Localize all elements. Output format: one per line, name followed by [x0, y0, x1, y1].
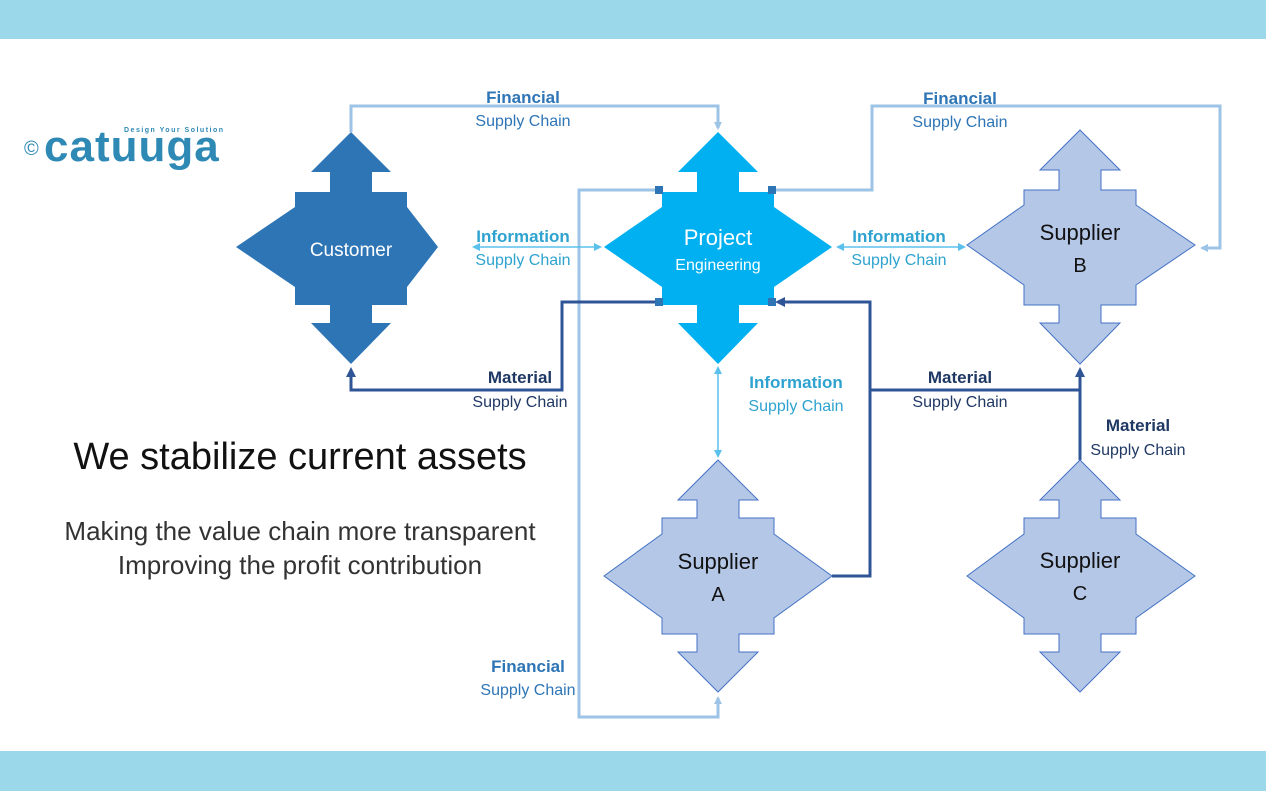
flow-title-material: Material — [1106, 416, 1170, 435]
flow-title-financial: Financial — [923, 89, 997, 108]
top-band — [0, 0, 1266, 39]
flow-sub-financial: Supply Chain — [912, 114, 1007, 131]
project-engineering-node — [604, 132, 832, 364]
flow-title-financial: Financial — [491, 657, 565, 676]
flow-title-information: Information — [749, 373, 843, 392]
flow-sub-information: Supply Chain — [851, 252, 946, 269]
bottom-band — [0, 751, 1266, 791]
supplier-c-node — [966, 459, 1196, 693]
supplier-a-label-line1: Supplier — [678, 549, 759, 574]
headline: We stabilize current assets — [73, 436, 527, 478]
logo-tagline: Design Your Solution — [124, 127, 225, 134]
subtitle-line-2: Improving the profit contribution — [117, 550, 483, 580]
flow-sub-information: Supply Chain — [748, 398, 843, 415]
supplier-b-node — [966, 129, 1196, 365]
material-line-suppliers-project — [775, 297, 872, 578]
project-label-line1: Project — [684, 225, 752, 250]
financial-line-project-supplier-b — [772, 104, 1222, 252]
flow-sub-material: Supply Chain — [1090, 442, 1185, 459]
flow-title-material: Material — [488, 368, 552, 387]
logo-wordmark: catuuga — [44, 122, 220, 171]
flow-sub-information: Supply Chain — [475, 252, 570, 269]
supplier-b-label-line1: Supplier — [1040, 220, 1121, 245]
catuuga-logo: © catuuga Design Your Solution — [24, 122, 254, 172]
supplier-c-label-line2: C — [1073, 583, 1087, 605]
supplier-a-label-line2: A — [711, 584, 725, 606]
flow-title-financial: Financial — [486, 88, 560, 107]
supplier-a-node — [603, 459, 833, 693]
customer-label: Customer — [310, 240, 393, 261]
connector-handle — [768, 186, 776, 194]
supplier-c-label-line1: Supplier — [1040, 548, 1121, 573]
connector-handle — [655, 298, 663, 306]
flow-sub-financial: Supply Chain — [475, 113, 570, 130]
customer-node — [236, 132, 438, 364]
project-label-line2: Engineering — [675, 257, 760, 274]
flow-sub-material: Supply Chain — [912, 394, 1007, 411]
financial-line-project-supplier-a — [577, 188, 722, 719]
flow-title-information: Information — [852, 227, 946, 246]
flow-title-material: Material — [928, 368, 992, 387]
flow-title-information: Information — [476, 227, 570, 246]
flow-sub-material: Supply Chain — [472, 394, 567, 411]
material-line-project-customer — [346, 300, 660, 392]
financial-line-customer-project — [349, 104, 722, 132]
copyright-symbol: © — [24, 138, 39, 160]
subtitle-line-1: Making the value chain more transparent — [64, 516, 536, 546]
connector-handle — [655, 186, 663, 194]
connector-handle — [768, 298, 776, 306]
flow-sub-financial: Supply Chain — [480, 682, 575, 699]
supplier-b-label-line2: B — [1073, 255, 1086, 277]
